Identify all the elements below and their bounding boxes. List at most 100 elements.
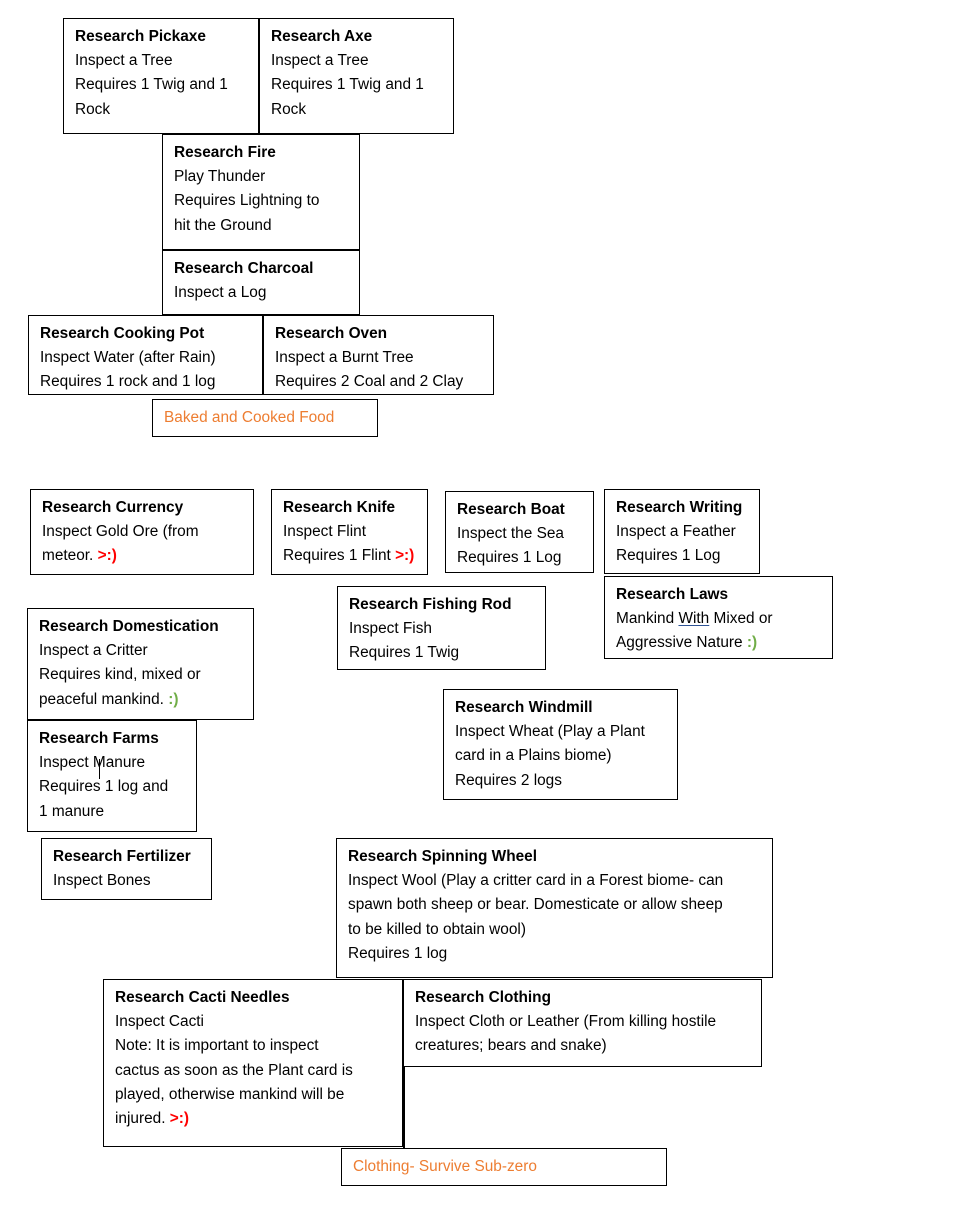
card-line: Inspect Bones [53, 872, 151, 890]
happy-emoticon: :) [168, 690, 179, 708]
card-title: Research Currency [42, 499, 184, 516]
card-title: Research Boat [457, 501, 565, 518]
card-title: Research Cooking Pot [40, 325, 205, 342]
card-line: Note: It is important to inspect [115, 1037, 319, 1055]
goal-card-baked-cooked-food[interactable]: Baked and Cooked Food [152, 399, 378, 437]
card-line: Requires 2 Coal and 2 Clay [275, 373, 464, 391]
card-line: Play Thunder [174, 168, 266, 186]
card-line: Requires 1 Twig and 1 [271, 76, 424, 94]
card-title: Research Fire [174, 144, 276, 161]
card-line: Requires Lightning to [174, 192, 320, 210]
card-body: Inspect Gold Ore (from meteor. >:) [42, 520, 244, 568]
card-line: Requires 1 rock and 1 log [40, 373, 216, 391]
card-line: 1 manure [39, 802, 105, 820]
card-title: Research Oven [275, 325, 388, 342]
underlined-word: With [678, 610, 710, 628]
card-line: cactus as soon as the Plant card is [115, 1061, 353, 1079]
card-line: hit the Ground [174, 216, 272, 234]
card-line: creatures; bears and snake) [415, 1037, 607, 1055]
card-line: Requires 1 Twig [349, 644, 460, 662]
card-title: Research Windmill [455, 699, 593, 716]
card-line: Inspect Cacti [115, 1013, 204, 1031]
card-body: Inspect Wool (Play a critter card in a F… [348, 869, 763, 966]
card-line: played, otherwise mankind will be [115, 1085, 345, 1103]
card-line: Inspect Fish [349, 620, 432, 638]
text-caret [99, 759, 100, 779]
goal-card-clothing-survive-subzero[interactable]: Clothing- Survive Sub-zero [341, 1148, 667, 1186]
card-line: Inspect a Burnt Tree [275, 349, 414, 367]
card-line: peaceful mankind. :) [39, 690, 179, 708]
card-line: Requires 2 logs [455, 771, 562, 789]
card-title: Research Charcoal [174, 260, 314, 277]
card-line: Inspect a Log [174, 284, 267, 302]
card-title: Research Writing [616, 499, 743, 516]
card-title: Research Domestication [39, 618, 219, 635]
card-line: Requires 1 Log [616, 547, 721, 565]
card-line: Inspect a Tree [271, 52, 369, 70]
card-title: Research Pickaxe [75, 28, 206, 45]
card-title: Research Axe [271, 28, 373, 45]
card-line: Inspect Wool (Play a critter card in a F… [348, 872, 724, 890]
card-line: Inspect Flint [283, 523, 366, 541]
card-body: Inspect a Log [174, 281, 350, 305]
card-line: spawn both sheep or bear. Domesticate or… [348, 896, 723, 914]
card-line: Requires 1 Twig and 1 [75, 76, 228, 94]
card-title: Research Fertilizer [53, 848, 191, 865]
evil-emoticon: >:) [395, 547, 415, 565]
card-line: Inspect a Tree [75, 52, 173, 70]
goal-label: Clothing- Survive Sub-zero [353, 1158, 537, 1175]
card-line: Rock [271, 100, 307, 118]
card-line: Inspect Gold Ore (from [42, 523, 199, 541]
card-line: card in a Plains biome) [455, 747, 612, 765]
connector-clothing-left-rail [403, 1067, 405, 1148]
card-title: Research Knife [283, 499, 396, 516]
card-title: Research Clothing [415, 989, 551, 1006]
card-line: Requires 1 log and [39, 778, 169, 796]
goal-label: Baked and Cooked Food [164, 409, 335, 426]
card-line: Rock [75, 100, 111, 118]
card-line: Inspect the Sea [457, 525, 564, 543]
evil-emoticon: >:) [169, 1110, 190, 1128]
card-line: Mankind With Mixed or [616, 610, 773, 628]
card-line: Inspect a Critter [39, 642, 148, 660]
card-body: Inspect Cloth or Leather (From killing h… [415, 1010, 752, 1058]
card-title: Research Laws [616, 586, 729, 603]
card-body: Inspect Water (after Rain)Requires 1 roc… [40, 346, 253, 394]
card-title: Research Cacti Needles [115, 989, 290, 1006]
card-line: Requires 1 Log [457, 549, 562, 567]
card-line: meteor. >:) [42, 547, 117, 565]
card-line: Requires 1 Flint >:) [283, 547, 415, 565]
